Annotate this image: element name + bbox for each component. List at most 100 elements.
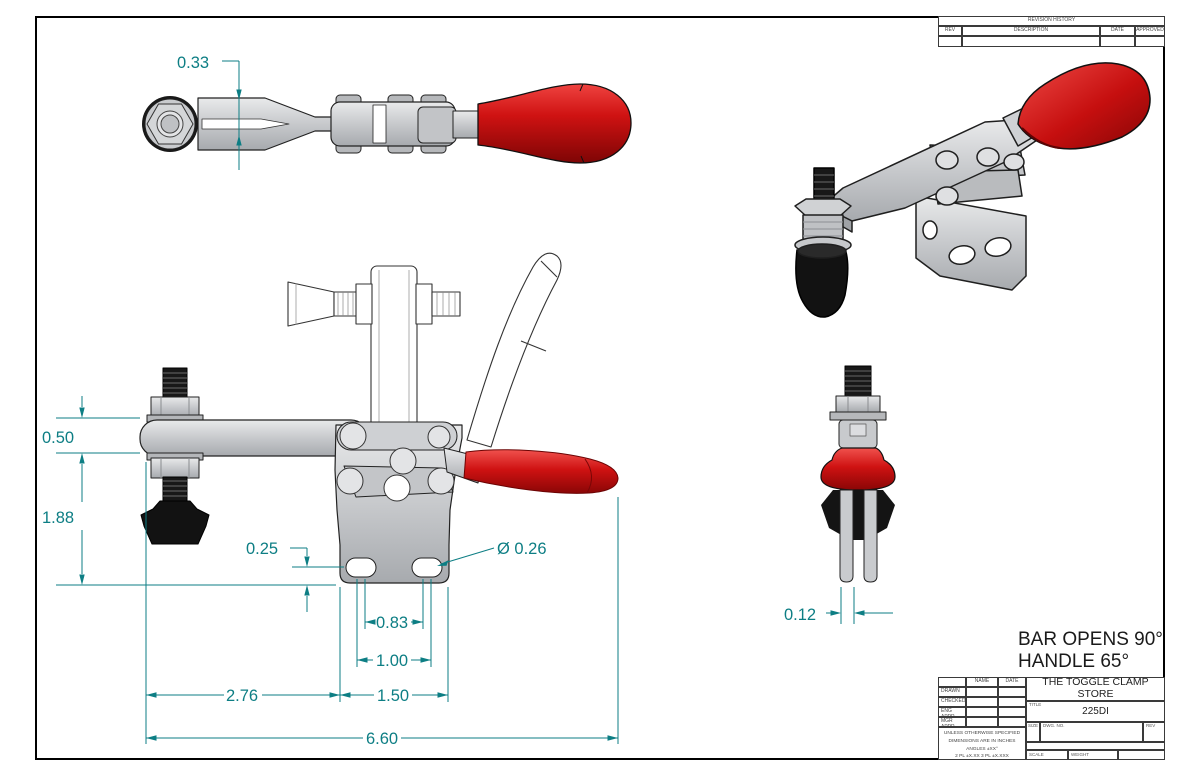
- scale-label: SCALE: [1029, 752, 1044, 757]
- eng-date-cell: [998, 707, 1026, 717]
- iso-bracket: [915, 195, 1027, 291]
- end-prong-left: [839, 489, 854, 583]
- iso-collar-ribs: [803, 221, 843, 237]
- view-front: [139, 367, 619, 584]
- annotation-block: BAR OPENS 90° HANDLE 65°: [1018, 629, 1178, 673]
- weight-cell: WEIGHT: [1068, 750, 1118, 760]
- front-thread-ridges-top: [163, 372, 187, 394]
- iso-rivet-1: [935, 150, 959, 170]
- end-prong-right: [863, 489, 878, 583]
- iso-rivet-3: [1003, 153, 1025, 171]
- phantom-bar-edges: [378, 270, 410, 424]
- top-handle-mold-lines: [579, 83, 585, 164]
- dim-bar-stock-thickness: 0.12: [784, 606, 816, 624]
- mgr-name-cell: [966, 717, 998, 727]
- revision-history-title: REVISION HISTORY: [938, 16, 1165, 26]
- tolerance-note-line-3: ANGLES ±XX°: [966, 746, 998, 752]
- weight-label: WEIGHT: [1071, 752, 1089, 757]
- rev-cell: REV: [1143, 722, 1165, 742]
- size-label: SIZE: [1028, 723, 1039, 728]
- view-top: [142, 83, 632, 164]
- size-cell: SIZE: [1026, 722, 1040, 742]
- dim-slot-spacing: 0.83: [376, 614, 408, 632]
- approval-row-checked: CHECKED: [938, 697, 966, 707]
- approval-row-drawn: DRAWN: [938, 687, 966, 697]
- revision-empty-rev: [938, 36, 962, 47]
- phantom-handle-grip-lines: [520, 260, 558, 352]
- front-rivet-1: [339, 422, 367, 450]
- end-washer: [829, 411, 887, 421]
- approval-row-mgr: MGR APPR.: [938, 717, 966, 727]
- revision-col-rev: REV: [938, 26, 962, 36]
- dim-base-width: 1.50: [377, 687, 409, 705]
- tolerance-note-line-1: UNLESS OTHERWISE SPECIFIED: [943, 731, 1021, 737]
- iso-rivet-2: [976, 147, 1000, 167]
- end-bracket-slot: [849, 423, 867, 437]
- top-linkage-slot: [372, 104, 387, 144]
- dim-hole-diameter: Ø 0.26: [497, 540, 547, 558]
- phantom-thread-lines-right: [436, 292, 456, 316]
- revision-col-approved: APPROVED: [1135, 26, 1165, 36]
- iso-bracket-hole-1: [948, 245, 976, 265]
- checked-name-cell: [966, 697, 998, 707]
- phantom-nut-left: [355, 283, 373, 325]
- title-block: NAME DATE DRAWN CHECKED ENG APPR. MGR AP…: [938, 677, 1165, 760]
- front-pivot-hole: [383, 474, 411, 502]
- dim-slot-outer-spacing: 1.00: [376, 652, 408, 670]
- top-fork-gap: [201, 118, 290, 130]
- approval-col-date: DATE: [998, 677, 1026, 687]
- revision-empty-approved: [1135, 36, 1165, 47]
- sheet-border: [35, 16, 1165, 760]
- mgr-date-cell: [998, 717, 1026, 727]
- approval-row-eng: ENG APPR.: [938, 707, 966, 717]
- front-rubber-tip: [140, 500, 210, 545]
- iso-stud-ridges: [814, 174, 834, 197]
- phantom-handle-open: [466, 252, 562, 448]
- iso-rubber-tip-top: [797, 243, 847, 259]
- eng-name-cell: [966, 707, 998, 717]
- dim-fork-width: 0.33: [177, 54, 209, 72]
- top-handle-shaft: [452, 110, 482, 139]
- front-body: [334, 424, 463, 584]
- revision-empty-date: [1100, 36, 1135, 47]
- top-handle-grip: [477, 83, 632, 164]
- tolerance-notes: UNLESS OTHERWISE SPECIFIED DIMENSIONS AR…: [938, 727, 1026, 760]
- iso-rubber-tip: [795, 249, 849, 318]
- checked-date-cell: [998, 697, 1026, 707]
- front-nut-bevels-bottom: [160, 458, 190, 478]
- spacer-row: [1026, 742, 1165, 750]
- tolerance-note-line-4: 2 PL ±X.XX 3 PL ±X.XXX: [955, 754, 1009, 760]
- top-spindle-stud: [160, 114, 180, 134]
- revision-empty-description: [962, 36, 1100, 47]
- dim-bar-to-base: 1.88: [42, 509, 74, 527]
- title-label: TITLE: [1029, 702, 1042, 707]
- dim-spindle-to-body: 2.76: [226, 687, 258, 705]
- sheet-cell: [1118, 750, 1165, 760]
- dwg-no-label: DWG. NO.: [1043, 723, 1065, 728]
- view-front-phantom-open: [287, 252, 562, 448]
- iso-rivet-4: [935, 186, 959, 206]
- annotation-bar-opens: BAR OPENS 90°: [1018, 629, 1163, 650]
- front-handle-grip: [463, 449, 619, 494]
- iso-bracket-hole-3: [922, 220, 938, 240]
- front-rivet-5: [389, 447, 417, 475]
- front-rivet-2: [427, 425, 451, 449]
- phantom-thread-lines-left: [337, 292, 354, 316]
- dimension-texts: 0.33 0.50 1.88 0.25 Ø 0.26 0.83 1.00 1.5…: [42, 54, 816, 748]
- dim-overall-length: 6.60: [366, 730, 398, 748]
- tolerance-note-line-2: DIMENSIONS ARE IN INCHES: [948, 738, 1016, 744]
- dimension-lines: [56, 60, 893, 744]
- front-thread-ridges-bottom: [163, 480, 187, 497]
- front-mounting-slot-left: [345, 557, 377, 578]
- front-rivet-3: [336, 467, 364, 495]
- dimension-arrowheads: [79, 89, 865, 741]
- revision-col-date: DATE: [1100, 26, 1135, 36]
- approval-corner-cell: [938, 677, 966, 687]
- iso-handle-grip-edge: [1021, 127, 1061, 149]
- front-mounting-slot-right: [411, 557, 443, 578]
- end-thread-ridges: [845, 370, 871, 392]
- view-isometric: [794, 62, 1151, 318]
- view-end: [820, 365, 896, 583]
